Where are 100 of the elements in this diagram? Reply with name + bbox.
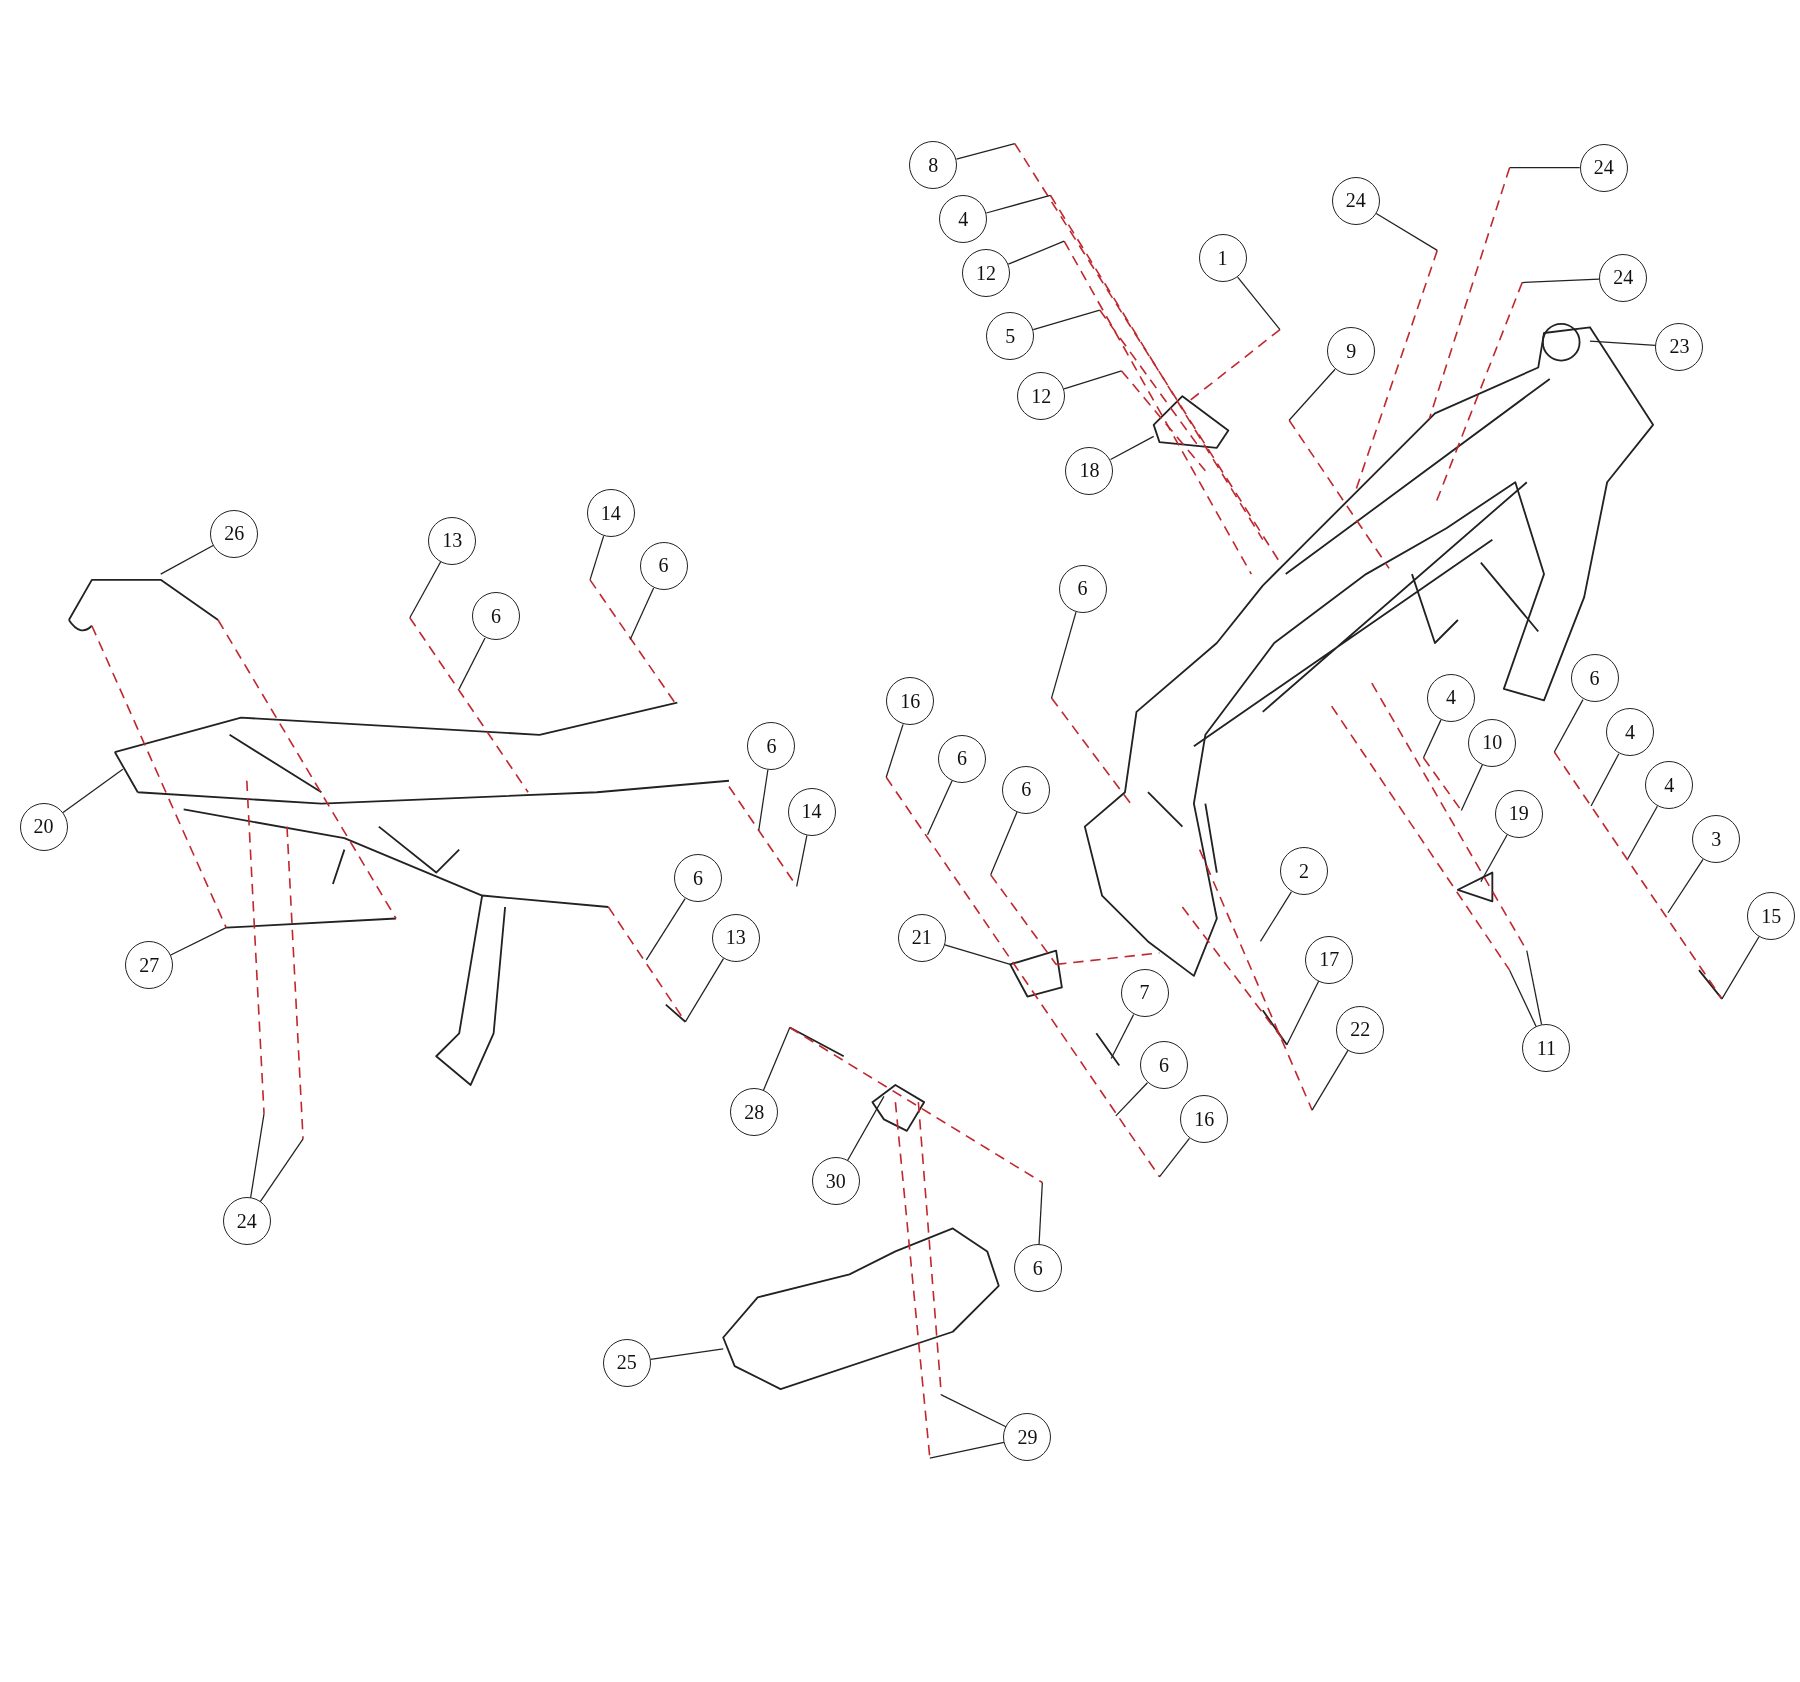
leader-line	[1480, 834, 1508, 883]
leader-line	[796, 834, 808, 887]
leader-line	[170, 927, 227, 956]
callout-number: 11	[1522, 1024, 1571, 1073]
leader-line	[1158, 1137, 1191, 1178]
callout-number: 16	[886, 677, 935, 726]
callout-number: 17	[1305, 935, 1354, 984]
leader-line	[259, 1138, 304, 1203]
leader-line	[62, 768, 124, 814]
callout-number: 2	[1280, 847, 1329, 896]
callout-number: 7	[1120, 969, 1169, 1017]
leader-line	[1286, 980, 1320, 1046]
leader-line	[1526, 950, 1543, 1026]
leader-line	[409, 561, 442, 619]
callout-number: 23	[1655, 322, 1704, 371]
leader-line	[1109, 435, 1155, 461]
leader-line	[684, 957, 725, 1023]
leader-line	[1627, 805, 1658, 860]
callout-number: 14	[787, 787, 836, 836]
callout-number: 6	[1570, 654, 1619, 703]
callout-number: 6	[471, 592, 520, 641]
leader-line	[589, 535, 605, 581]
callout-number: 6	[938, 734, 986, 783]
leader-line	[1553, 699, 1584, 753]
leader-line	[940, 1394, 1007, 1428]
leader-line	[1311, 1049, 1349, 1111]
callout-number: 24	[222, 1197, 271, 1246]
leader-line	[1589, 340, 1657, 346]
callout-number: 13	[428, 516, 477, 565]
leader-line	[1508, 969, 1537, 1028]
leader-line	[649, 1348, 724, 1360]
leader-line	[249, 1113, 265, 1199]
leader-line	[1375, 212, 1438, 251]
leader-line	[1038, 1181, 1043, 1246]
callout-number: 26	[210, 509, 259, 558]
leader-line	[985, 194, 1051, 214]
callout-number: 3	[1692, 815, 1741, 864]
leader-line	[629, 587, 655, 641]
callout-number: 16	[1180, 1095, 1229, 1144]
leader-line	[758, 769, 769, 831]
leader-line	[944, 944, 1011, 966]
callout-number: 25	[602, 1338, 651, 1387]
callout-number: 30	[811, 1157, 860, 1206]
callout-number: 10	[1468, 718, 1517, 767]
leader-line	[1032, 309, 1101, 331]
leader-line	[1237, 276, 1281, 331]
callout-number: 24	[1331, 176, 1380, 225]
leader-line	[1115, 1082, 1149, 1117]
leader-line	[885, 723, 904, 778]
callout-number: 24	[1599, 253, 1648, 302]
leader-line	[846, 1095, 885, 1162]
callout-number: 27	[125, 941, 174, 990]
leader-line	[1422, 719, 1442, 759]
callout-number: 6	[673, 854, 722, 903]
leader-line	[1590, 753, 1620, 807]
leader-line	[1721, 936, 1760, 1000]
leader-line	[1508, 167, 1581, 169]
callout-number: 14	[586, 489, 635, 538]
callout-number: 20	[19, 802, 68, 851]
callout-number: 19	[1494, 789, 1543, 838]
callout-number: 22	[1336, 1005, 1385, 1054]
callout-number: 4	[1427, 673, 1475, 722]
callout-number: 6	[1058, 564, 1107, 613]
leader-line	[926, 780, 953, 836]
leader-line	[1667, 858, 1704, 914]
callout-number: 4	[939, 195, 988, 244]
callout-number: 15	[1747, 892, 1796, 941]
callout-number: 6	[1140, 1041, 1188, 1090]
callout-number: 18	[1065, 446, 1114, 495]
leader-line	[990, 811, 1018, 876]
leader-line	[929, 1441, 1005, 1459]
leader-line	[1110, 1013, 1135, 1060]
callout-number: 6	[1013, 1244, 1062, 1293]
leader-line	[955, 143, 1016, 160]
callout-number: 8	[909, 141, 958, 190]
callout-number: 6	[639, 541, 688, 590]
callout-number: 21	[897, 913, 946, 962]
leader-line	[1063, 370, 1123, 390]
callout-number: 12	[962, 249, 1011, 298]
leader-line	[1288, 368, 1336, 421]
leader-line	[645, 897, 686, 961]
leader-line	[762, 1026, 791, 1091]
leader-line	[458, 637, 486, 690]
callout-number: 29	[1003, 1413, 1052, 1462]
callout-number: 6	[1002, 765, 1051, 814]
callout-number: 24	[1579, 143, 1628, 192]
callout-number: 12	[1017, 372, 1066, 421]
callout-number: 4	[1645, 761, 1694, 810]
leader-line	[1460, 764, 1483, 812]
leader-line	[1050, 611, 1077, 699]
leader-line	[160, 544, 214, 575]
leader-line	[1259, 891, 1293, 943]
callout-number: 13	[711, 913, 760, 962]
callout-number: 9	[1327, 327, 1376, 376]
callout-number: 28	[730, 1088, 779, 1137]
callout-number: 1	[1198, 234, 1247, 283]
callout-number: 4	[1606, 708, 1655, 757]
callout-number: 5	[986, 312, 1035, 361]
leader-line	[1521, 278, 1600, 284]
leader-line	[1007, 240, 1065, 265]
